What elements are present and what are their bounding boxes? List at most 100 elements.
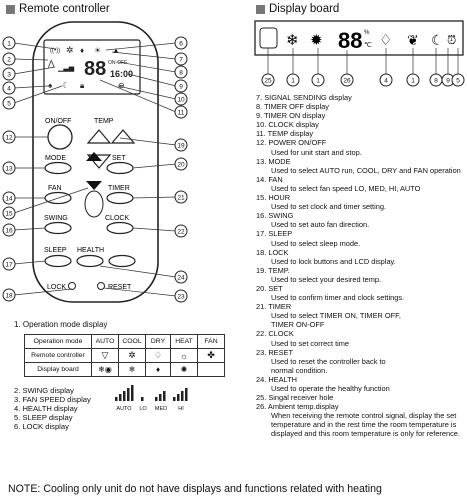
callout-8: 8 (179, 70, 183, 77)
callout-22: 22 (177, 229, 185, 236)
om-row-display: Display board (24, 362, 92, 377)
health-label: HEALTH (77, 247, 104, 254)
description-title: 7. SIGNAL SENDING display (256, 93, 352, 102)
onoff-label: ON/OFF (45, 118, 71, 125)
lcd-temp: 88 (84, 58, 106, 80)
om-header-mode: Operation mode (24, 334, 92, 349)
callout-6: 6 (179, 41, 183, 48)
snowflake-icon: ❄ (286, 32, 299, 49)
legend-sleep: 5. SLEEP display (14, 413, 73, 422)
description-title: 11. TEMP display (256, 129, 314, 139)
om-row-remote: Remote controller (24, 348, 92, 363)
display-board-diagram: ❄ ✹ 88 % ℃ ♢ ❦ ☾ ⏰︎ 25 1 1 26 4 1 8 9 5 (254, 20, 465, 87)
lock-icon: 🔒︎ (80, 81, 84, 90)
description-detail: TIMER ON-OFF (271, 320, 325, 330)
signal-icon: ((•)) (50, 48, 60, 54)
description-title: 17. SLEEP (256, 229, 293, 239)
health-button[interactable] (76, 254, 104, 268)
description-detail: Used to confirm timer and clock settings… (271, 293, 405, 303)
description-title: 9. TIMER ON display (256, 111, 326, 121)
description-detail: Used to select your desired temp. (271, 274, 382, 284)
callout-20: 20 (177, 162, 185, 169)
callout-7: 7 (179, 57, 183, 64)
reset-label: RESET (108, 284, 132, 291)
hour-up-button[interactable] (86, 152, 102, 161)
fan-speed-auto: AUTO (116, 406, 132, 412)
board-callout-1b: 1 (316, 78, 320, 85)
description-detail: Used for unit start and stop. (271, 147, 362, 157)
display-temp-digits: 88 (338, 28, 362, 53)
fan-display-empty (197, 362, 225, 377)
board-callout-26: 26 (343, 78, 351, 85)
mode-button[interactable] (44, 161, 72, 175)
fan-speed-lo: LO (139, 406, 147, 412)
health-icon: ♠ (48, 81, 53, 90)
description-title: 23. RESET (256, 347, 293, 357)
drop-display-icon: ♢ (379, 32, 392, 49)
cool-display-icon: ❄ (118, 362, 146, 377)
description-detail: Used to set auto fan direction. (271, 220, 370, 230)
timer-button[interactable] (106, 191, 134, 205)
description-title: 25. Singal receiver hole (256, 393, 334, 403)
temp-label: TEMP (94, 118, 114, 125)
remote-lcd-screen (43, 39, 141, 95)
om-header-heat: HEAT (170, 334, 198, 349)
description-title: 19. TEMP. (256, 265, 290, 275)
set-button[interactable] (106, 161, 134, 175)
fan-speed-hi: HI (178, 406, 184, 412)
description-detail: Used to lock buttons and LCD display. (271, 256, 396, 266)
hour-down-button[interactable] (86, 181, 102, 190)
callout-18: 18 (5, 293, 13, 300)
description-title: 12. POWER ON/OFF (256, 138, 327, 148)
callout-1: 1 (7, 41, 11, 48)
clock-button[interactable] (106, 221, 134, 235)
description-title: 18. LOCK (256, 247, 289, 257)
sleep-button[interactable] (44, 254, 72, 268)
blank-button[interactable] (108, 254, 136, 268)
description-title: 16. SWING (256, 211, 294, 221)
description-title: 20. SET (256, 283, 283, 293)
auto-mode-icon: ▽ (91, 348, 119, 363)
display-celsius: ℃ (364, 42, 372, 49)
heat-display-icon: ✺ (170, 362, 198, 377)
sun-icon: ☀ (94, 46, 101, 55)
legend-lock: 6. LOCK display (14, 422, 69, 431)
board-callout-4: 4 (384, 78, 388, 85)
fan-label: FAN (48, 185, 62, 192)
reset-button[interactable] (97, 282, 105, 290)
heat-icon: ▲ (112, 46, 120, 55)
callout-24: 24 (177, 275, 185, 282)
om-header-cool: COOL (118, 334, 146, 349)
dry-mode-icon: ♢ (145, 348, 171, 363)
swing-button[interactable] (44, 221, 72, 235)
cool-mode-icon: ✲ (118, 348, 146, 363)
description-detail: Used to operate the healthy function (271, 384, 390, 393)
dry-display-icon: ♦ (145, 362, 171, 377)
callout-19: 19 (177, 143, 185, 150)
temp-up-button-2[interactable] (110, 129, 136, 144)
fan-speed-icon: ▁▃▅ (57, 65, 75, 72)
lock-button[interactable] (68, 282, 76, 290)
display-board-header: Display board (256, 3, 339, 15)
clock-icon: ⊖ (118, 81, 125, 90)
onoff-button[interactable] (47, 124, 73, 150)
description-detail: displayed and this room temperature is o… (271, 429, 460, 439)
callout-16: 16 (5, 228, 13, 235)
description-detail: normal condition. (271, 365, 328, 375)
legend-fan-speed: 3. FAN SPEED display (14, 395, 91, 404)
callout-12: 12 (5, 135, 13, 142)
description-detail: Used to select sleep mode. (271, 238, 361, 248)
description-title: 14. FAN (256, 174, 283, 184)
description-detail: Used to select TIMER ON, TIMER OFF, (271, 311, 401, 321)
temp-up-button[interactable] (86, 129, 112, 144)
description-title: 10. CLOCK display (256, 120, 319, 130)
fan-mode-table-icon: ✤ (197, 348, 225, 363)
callout-2: 2 (7, 57, 11, 64)
fan-speed-bars: AUTO LO MED HI (115, 385, 188, 412)
om-header-auto: AUTO (91, 334, 119, 349)
description-title: 8. TIMER OFF display (256, 102, 329, 112)
auto-display-icon: ❄◉ (91, 362, 119, 377)
timer-label: TIMER (108, 185, 130, 192)
lcd-clock: 16:00 (110, 69, 133, 79)
